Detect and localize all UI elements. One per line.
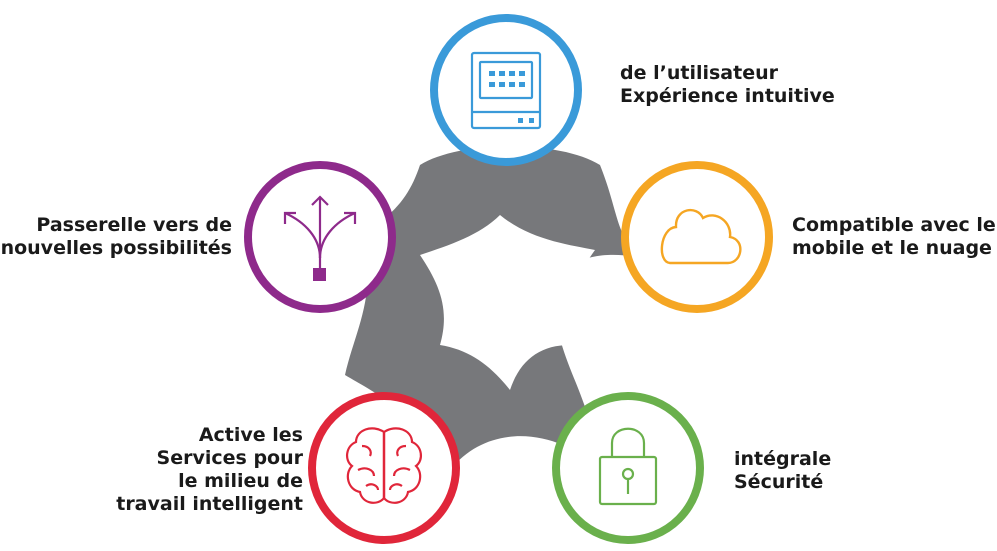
node-user-experience bbox=[430, 14, 582, 166]
cloud-icon bbox=[660, 208, 742, 265]
node-mobile-cloud bbox=[621, 161, 773, 313]
label-user-experience: de l’utilisateur Expérience intuitive bbox=[620, 62, 835, 108]
label-line: intégrale bbox=[734, 448, 832, 470]
label-line: de l’utilisateur bbox=[620, 62, 778, 84]
label-smart-workplace: Active les Services pour le milieu de tr… bbox=[116, 424, 303, 516]
label-mobile-cloud: Compatible avec le mobile et le nuage bbox=[792, 214, 996, 260]
node-circle-blue bbox=[430, 14, 582, 166]
node-new-possibilities bbox=[244, 161, 396, 313]
node-circle-orange bbox=[621, 161, 773, 313]
label-line: Passerelle vers de bbox=[36, 214, 232, 236]
node-smart-workplace bbox=[308, 392, 460, 544]
node-security bbox=[552, 392, 704, 544]
label-line: Compatible avec le bbox=[792, 214, 996, 236]
monitor-keypad-icon bbox=[470, 51, 542, 130]
padlock-icon bbox=[598, 427, 658, 506]
label-line: mobile et le nuage bbox=[792, 237, 992, 259]
label-line: travail intelligent bbox=[116, 493, 303, 515]
label-line: Services pour bbox=[156, 447, 303, 469]
label-line: Sécurité bbox=[734, 471, 824, 493]
label-line: le milieu de bbox=[178, 470, 303, 492]
branching-arrows-icon bbox=[283, 195, 357, 281]
central-hub-cutout bbox=[420, 215, 595, 390]
label-new-possibilities: Passerelle vers de nouvelles possibilité… bbox=[1, 214, 232, 260]
label-line: nouvelles possibilités bbox=[0, 237, 232, 259]
label-line: Expérience intuitive bbox=[620, 85, 835, 107]
label-security: intégrale Sécurité bbox=[734, 448, 831, 494]
label-line: Active les bbox=[198, 424, 303, 446]
brain-icon bbox=[346, 427, 422, 504]
